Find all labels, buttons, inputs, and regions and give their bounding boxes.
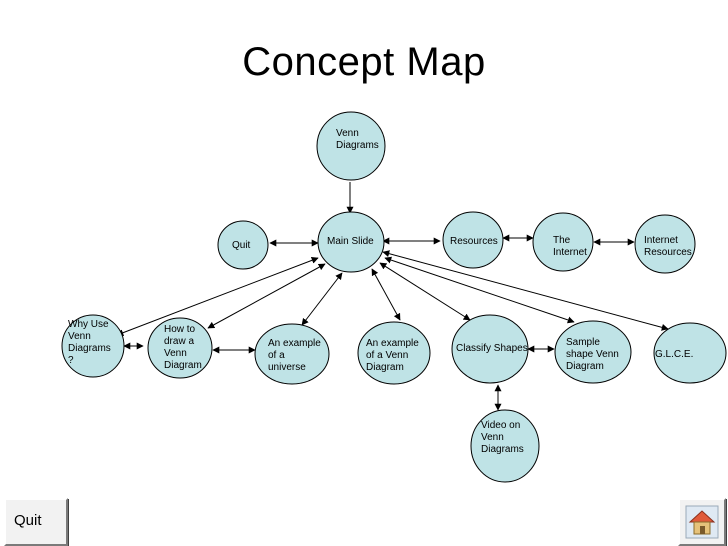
home-button[interactable] <box>678 498 726 546</box>
node-the-internet <box>532 212 594 272</box>
edge-main-glce <box>382 250 669 331</box>
quit-button-label: Quit <box>14 512 42 529</box>
nodes <box>61 111 727 483</box>
quit-button[interactable]: Quit <box>4 498 68 546</box>
node-example-venn <box>357 321 431 385</box>
node-internet-resources <box>634 214 696 274</box>
edges <box>116 182 669 411</box>
node-sample-shape <box>554 320 632 384</box>
node-video <box>470 409 540 483</box>
edge-main-example <box>371 268 401 321</box>
node-glce <box>653 322 727 384</box>
node-how-to-draw <box>147 317 213 379</box>
node-classify-shapes <box>451 314 529 384</box>
edge-main-universe <box>301 272 343 326</box>
node-resources <box>442 211 504 269</box>
node-venn-diagrams <box>316 111 386 181</box>
edge-main-why <box>116 256 319 337</box>
node-universe <box>254 323 330 385</box>
node-quit <box>217 220 269 270</box>
node-why-use <box>61 314 125 378</box>
home-icon <box>685 505 719 539</box>
node-main-slide <box>317 211 385 273</box>
page-title: Concept Map <box>242 40 486 84</box>
